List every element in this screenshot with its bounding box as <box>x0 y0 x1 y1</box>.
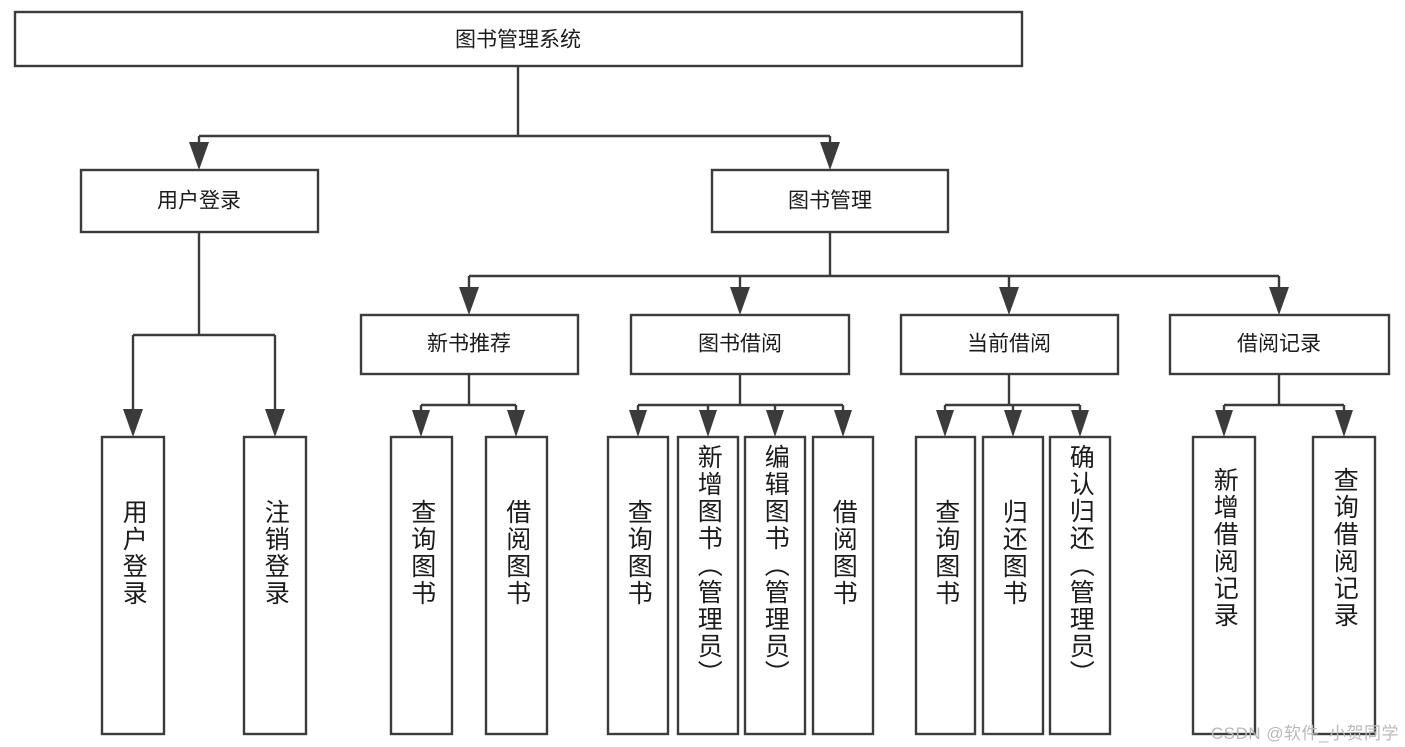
node-leaf-1-box[interactable] <box>100 435 166 736</box>
node-borrow-record-label: 借阅记录 <box>1237 333 1321 356</box>
arrowhead-leaf-2 <box>265 409 285 437</box>
node-current-borrow[interactable]: 当前借阅 <box>899 313 1120 376</box>
connector-group-borrow-record <box>1215 374 1353 437</box>
arrowhead-book-manage <box>820 142 840 170</box>
connector-group-book-manage <box>459 232 1289 315</box>
node-current-borrow-box[interactable] <box>899 313 1120 376</box>
arrowhead-leaf-4 <box>507 410 525 437</box>
node-current-borrow-label: 当前借阅 <box>967 333 1051 356</box>
node-leaf-9-box[interactable] <box>914 435 977 736</box>
node-leaf-3-box[interactable] <box>389 435 454 736</box>
node-leaf-7-box[interactable] <box>743 435 807 736</box>
node-root-label: 图书管理系统 <box>455 29 581 52</box>
arrowhead-leaf-6 <box>699 410 717 437</box>
node-leaf-5-box[interactable] <box>606 435 670 736</box>
node-book-manage-label: 图书管理 <box>788 190 872 213</box>
arrowhead-leaf-9 <box>936 410 954 437</box>
node-leaf-6-box[interactable] <box>676 435 740 736</box>
csdn-watermark: CSDN @软件_小贺同学 <box>1210 724 1399 743</box>
connector-group-new-book-rec <box>412 374 525 437</box>
node-book-manage[interactable]: 图书管理 <box>710 168 950 234</box>
node-book-borrow-label: 图书借阅 <box>698 333 782 356</box>
node-root[interactable]: 图书管理系统 <box>13 10 1024 68</box>
connector-group-current-borrow <box>936 374 1089 437</box>
node-borrow-record-box[interactable] <box>1168 313 1391 376</box>
arrowhead-new-book-rec <box>459 287 479 315</box>
node-leaf-2-box[interactable] <box>242 435 308 736</box>
node-user-login[interactable]: 用户登录 <box>79 168 320 234</box>
connector-group-user-login <box>123 232 285 437</box>
arrowhead-book-borrow <box>730 287 750 315</box>
arrowhead-leaf-11 <box>1071 410 1089 437</box>
arrowhead-borrow-record <box>1269 287 1289 315</box>
node-root-box[interactable] <box>13 10 1024 68</box>
arrowhead-current-borrow <box>999 287 1019 315</box>
arrowhead-leaf-1 <box>123 409 143 437</box>
node-leaf-13-box[interactable] <box>1311 435 1377 736</box>
arrowhead-leaf-13 <box>1335 410 1353 437</box>
node-new-book-rec-label: 新书推荐 <box>427 333 511 356</box>
node-book-borrow[interactable]: 图书借阅 <box>629 313 851 376</box>
arrowhead-leaf-12 <box>1215 410 1233 437</box>
connector-group-root <box>189 66 840 170</box>
arrowhead-leaf-10 <box>1004 410 1022 437</box>
node-new-book-rec[interactable]: 新书推荐 <box>359 313 580 376</box>
arrowhead-leaf-7 <box>766 410 784 437</box>
node-leaf-11-box[interactable] <box>1048 435 1112 736</box>
node-book-borrow-box[interactable] <box>629 313 851 376</box>
arrowhead-leaf-8 <box>834 410 852 437</box>
arrowhead-leaf-5 <box>629 410 647 437</box>
node-user-login-label: 用户登录 <box>157 190 241 213</box>
arrowhead-leaf-3 <box>412 410 430 437</box>
arrowhead-user-login <box>189 142 209 170</box>
connector-group-book-borrow <box>629 374 852 437</box>
node-borrow-record[interactable]: 借阅记录 <box>1168 313 1391 376</box>
node-leaf-10-box[interactable] <box>981 435 1045 736</box>
node-leaf-12-box[interactable] <box>1191 435 1257 736</box>
node-leaf-4-box[interactable] <box>484 435 549 736</box>
node-user-login-box[interactable] <box>79 168 320 234</box>
node-new-book-rec-box[interactable] <box>359 313 580 376</box>
node-book-manage-box[interactable] <box>710 168 950 234</box>
node-leaf-8-box[interactable] <box>811 435 875 736</box>
